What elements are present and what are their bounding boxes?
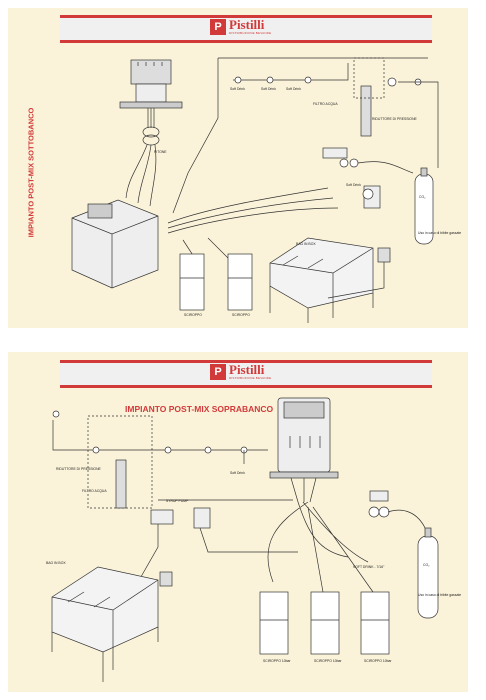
label-sciroppo: SCIROPPO 10bar: [314, 659, 342, 663]
water-filter: [115, 459, 127, 509]
label-syrup-pump: SYRUP PUMP: [166, 499, 189, 503]
brand-name: Pistilli: [229, 362, 265, 377]
label-sciroppo: SCIROPPO: [232, 313, 250, 317]
label-bag-in-box: BAG IN BOX: [296, 242, 316, 246]
label-filtro-acqua: FILTRO ACQUA: [313, 102, 338, 106]
label-riduttore: RIDUTTORE DI PRESSIONE: [372, 117, 418, 121]
pistilli-logo-icon: P: [210, 364, 226, 380]
label-soft-drink-size: SOFT DRINK - 7/16": [353, 565, 385, 569]
python-line: [147, 108, 155, 128]
label-uso: Uso in caso di bibite gassate: [418, 593, 461, 597]
label-bag-in-box: BAG IN BOX: [46, 561, 66, 565]
diagram-title: IMPIANTO POST-MIX SOPRABANCO: [125, 404, 274, 414]
label-pitone: PITONE: [154, 150, 167, 154]
label-co2: CO₂: [419, 195, 426, 199]
co2-cylinder: [417, 535, 439, 619]
brand-tagline: DISTRIBUZIONE BEVANDE: [229, 31, 272, 35]
diagram-panel-soprabanco: P Pistilli DISTRIBUZIONE BEVANDE IMPIANT…: [8, 352, 468, 692]
label-filtro-acqua: FILTRO ACQUA: [82, 489, 107, 493]
syrup-container: [310, 591, 340, 655]
header-bar: P Pistilli DISTRIBUZIONE BEVANDE: [60, 15, 432, 43]
syrup-container: [259, 591, 289, 655]
label-uso: Uso in caso di bibite gassate: [418, 231, 461, 235]
label-soft-drink: Soft Drink: [346, 183, 361, 187]
syrup-container: [227, 253, 253, 311]
bag-in-box-rack: [269, 237, 374, 309]
brand-logo: P Pistilli DISTRIBUZIONE BEVANDE: [210, 362, 272, 380]
label-soft-drink: Soft Drink: [286, 87, 301, 91]
syrup-container: [179, 253, 205, 311]
label-sciroppo: SCIROPPO: [184, 313, 202, 317]
label-soft-drink: Soft Drink: [261, 87, 276, 91]
brand-name: Pistilli: [229, 17, 265, 32]
label-riduttore: RIDUTTORE DI PRESSIONE: [56, 467, 102, 471]
label-soft-drink: Soft Drink: [230, 471, 245, 475]
brand-tagline: DISTRIBUZIONE BEVANDE: [229, 376, 272, 380]
label-sciroppo: SCIROPPO 10bar: [263, 659, 291, 663]
brand-logo: P Pistilli DISTRIBUZIONE BEVANDE: [210, 17, 272, 35]
label-sciroppo: SCIROPPO 10bar: [364, 659, 392, 663]
header-bar: P Pistilli DISTRIBUZIONE BEVANDE: [60, 360, 432, 388]
diagram-panel-sottobanco: P Pistilli DISTRIBUZIONE BEVANDE IMPIANT…: [8, 8, 468, 328]
label-co2: CO₂: [423, 563, 430, 567]
dispenser-tower: [130, 59, 172, 85]
cooler-unit: [71, 199, 159, 289]
schematic-soprabanco: RIDUTTORE DI PRESSIONE FILTRO ACQUA Soft…: [46, 397, 461, 682]
label-soft-drink: Soft Drink: [230, 87, 245, 91]
pistilli-logo-icon: P: [210, 19, 226, 35]
syrup-pump: [150, 509, 174, 525]
schematic-sottobanco: PITONE FILTRO ACQUA RIDUTTORE DI PRESSIO…: [71, 57, 461, 323]
pressure-reducer: [387, 77, 397, 87]
bag-in-box-rack: [51, 566, 159, 653]
water-filter: [360, 85, 372, 137]
syrup-container: [360, 591, 390, 655]
